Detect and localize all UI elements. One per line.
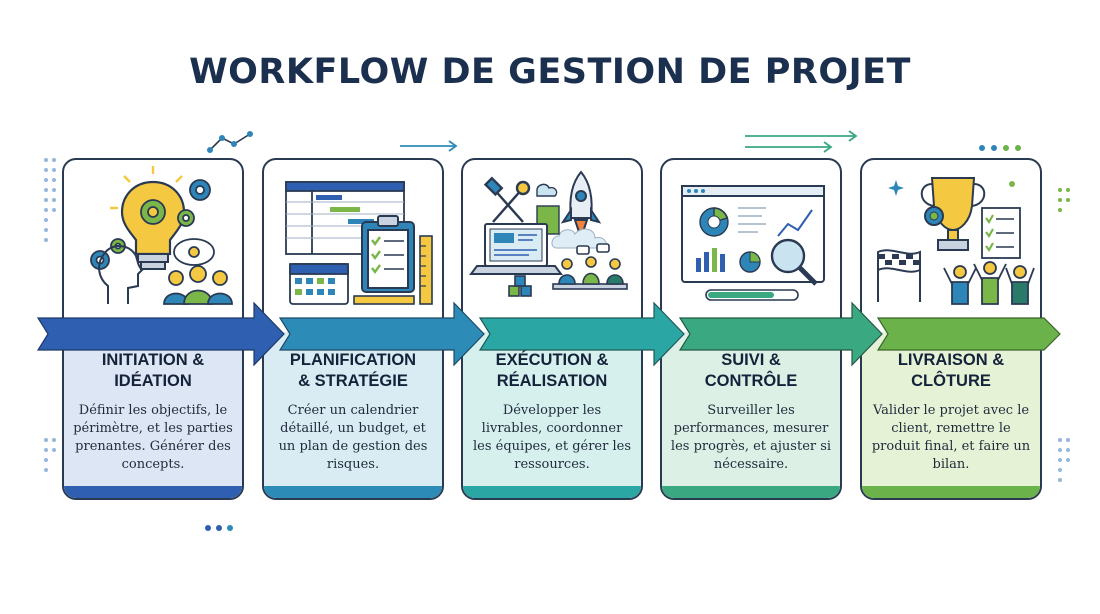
stage-heading: LIVRAISON & CLÔTURE [897, 351, 1005, 390]
checklist-icon [981, 207, 1021, 259]
stage-description: Définir les objectifs, le périmètre, et … [73, 403, 233, 472]
stage-illustration [681, 185, 825, 301]
stage-heading: EXÉCUTION & RÉALISATION [495, 351, 609, 390]
stage-heading: INITIATION & IDÉATION [101, 351, 205, 390]
meeting-icon [508, 243, 628, 297]
stage-description: Développer les livrables, coordonner les… [473, 403, 631, 472]
stage-illustration [877, 177, 1035, 305]
stage-panel [862, 332, 1040, 498]
stage-card-planification: PLANIFICATION & STRATÉGIE Créer un calen… [262, 158, 444, 500]
stage-illustration [469, 170, 628, 297]
celebrating-team-icon [943, 261, 1035, 305]
clipboard-checklist-icon [361, 215, 415, 293]
calendar-icon [289, 263, 349, 305]
stage-card-execution: EXÉCUTION & RÉALISATION Développer les l… [461, 158, 643, 500]
stage-card-livraison: LIVRAISON & CLÔTURE Valider le projet av… [860, 158, 1042, 500]
stage-description: Valider le projet avec le client, remett… [871, 403, 1031, 472]
stage-heading: SUIVI & CONTRÔLE [704, 351, 798, 390]
magnifier-icon [770, 238, 818, 286]
stage-illustration [90, 166, 233, 305]
team-icon [163, 238, 233, 305]
stage-description: Surveiller les performances, mesurer les… [670, 403, 832, 472]
rocket-icon [560, 170, 602, 242]
trophy-icon [920, 177, 986, 251]
stage-heading: PLANIFICATION & STRATÉGIE [289, 351, 417, 390]
stage-card-initiation: INITIATION & IDÉATION Définir les object… [62, 158, 244, 500]
stage-card-suivi: SUIVI & CONTRÔLE Surveiller les performa… [660, 158, 842, 500]
stage-illustration [285, 181, 433, 305]
page-title: WORKFLOW DE GESTION DE PROJET [189, 52, 911, 92]
progress-bar-icon [705, 289, 799, 301]
stage-description: Créer un calendrier détaillé, un budget,… [278, 403, 428, 472]
tools-icon [483, 176, 531, 223]
laptop-icon [469, 223, 563, 275]
finish-flag-icon [877, 249, 921, 302]
head-icon [98, 245, 144, 304]
